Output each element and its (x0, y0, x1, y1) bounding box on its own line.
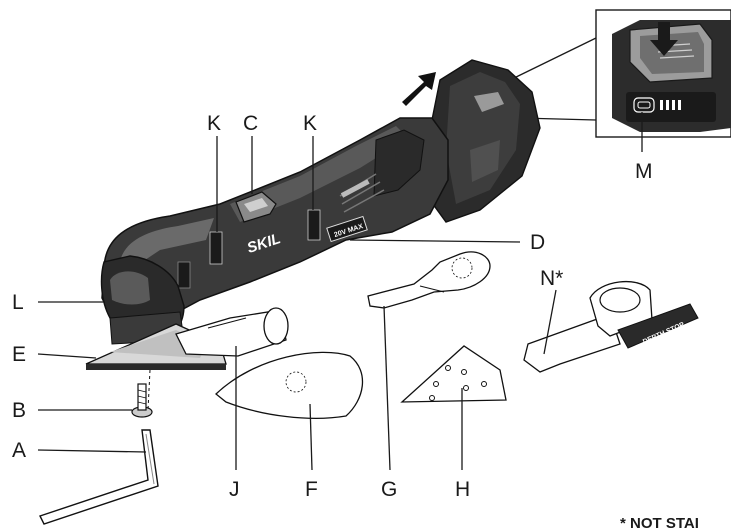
oscillating-tool-body: 20V MAX SKIL (100, 59, 541, 345)
label-n: N* (540, 267, 563, 290)
label-h: H (455, 478, 470, 501)
plunge-cut-blade-g (367, 251, 491, 309)
label-g: G (381, 478, 397, 501)
label-c: C (243, 112, 258, 135)
label-b: B (12, 399, 26, 422)
leader-lines (37, 136, 557, 471)
screw-icon (131, 369, 153, 418)
label-l: L (12, 291, 24, 314)
label-e: E (12, 343, 26, 366)
label-d: D (530, 231, 545, 254)
sandpaper-h (400, 345, 507, 403)
label-k-left: K (207, 112, 221, 135)
label-m: M (635, 160, 653, 183)
dust-extraction-adapter-j (175, 307, 289, 357)
battery-detail-inset (509, 9, 731, 152)
depth-stop-n: DEPTH STOP (523, 280, 699, 373)
label-j: J (229, 478, 240, 501)
label-a: A (12, 439, 26, 462)
press-down-arrow-icon (650, 22, 678, 56)
arrow-up-right-icon (402, 72, 436, 106)
footnote: * NOT STAI (620, 515, 699, 531)
segment-saw-blade-f (215, 351, 364, 419)
wrench-icon (39, 429, 159, 525)
label-k-right: K (303, 112, 317, 135)
label-f: F (305, 478, 318, 501)
